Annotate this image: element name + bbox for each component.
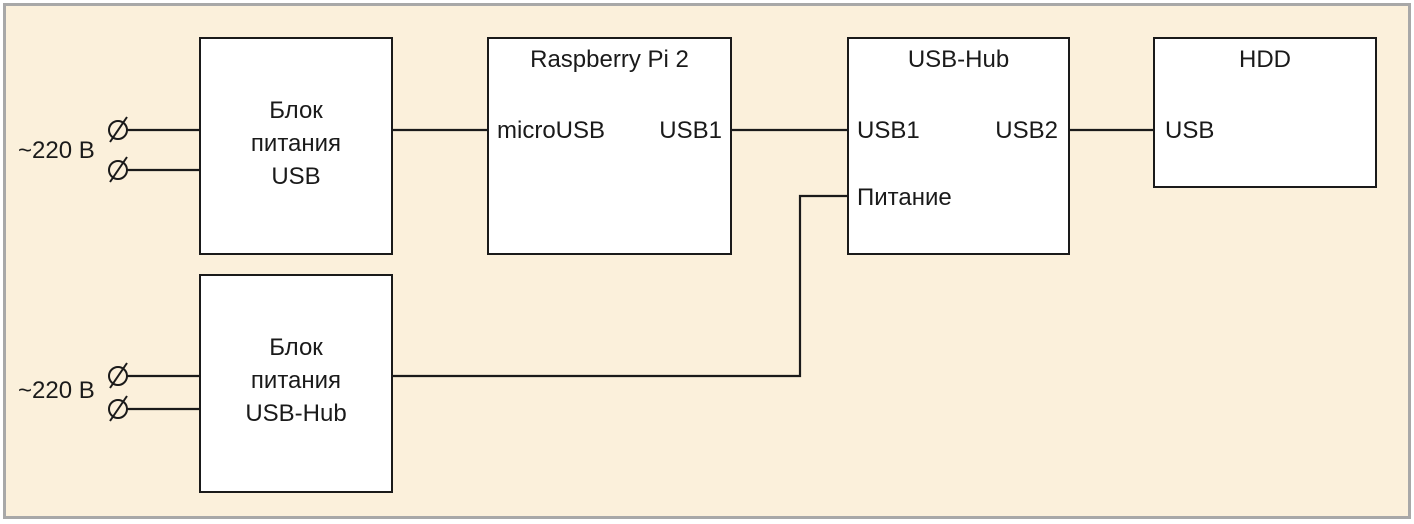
raspberry-block: Raspberry Pi 2 microUSB USB1 (487, 37, 732, 255)
circle-slash-terminal-icon (108, 156, 128, 183)
psu-usb-title-2: питания (250, 130, 342, 157)
circle-slash-terminal-icon (108, 362, 128, 389)
psu-hub-title-1: Блок (269, 334, 323, 361)
wire-psu-hub-to-power (392, 194, 848, 378)
psu-usb-title-1: Блок (269, 97, 323, 124)
hub-power-port: Питание (857, 184, 952, 211)
mains-label-top: ~220 В (18, 137, 95, 164)
psu-hub-block: Блок питания USB-Hub (199, 274, 393, 493)
circle-slash-terminal-icon (108, 116, 128, 143)
hub-port-usb1: USB1 (857, 117, 920, 144)
mains-label-bottom: ~220 В (18, 377, 95, 404)
circle-slash-terminal-icon (108, 395, 128, 422)
raspberry-title: Raspberry Pi 2 (530, 46, 689, 73)
raspberry-port-usb1: USB1 (659, 117, 722, 144)
hdd-port-usb: USB (1165, 117, 1215, 144)
hdd-title: HDD (1239, 46, 1291, 73)
hdd-block: HDD USB (1153, 37, 1377, 188)
raspberry-port-microusb: microUSB (497, 117, 606, 144)
psu-usb-block: Блок питания USB (199, 37, 393, 255)
hub-port-usb2: USB2 (995, 117, 1058, 144)
hub-title: USB-Hub (907, 46, 1010, 73)
psu-usb-title-3: USB (271, 163, 321, 190)
usb-hub-block: USB-Hub USB1 USB2 Питание (847, 37, 1070, 255)
psu-hub-title-2: питания (250, 367, 342, 394)
psu-hub-title-3: USB-Hub (245, 400, 347, 427)
